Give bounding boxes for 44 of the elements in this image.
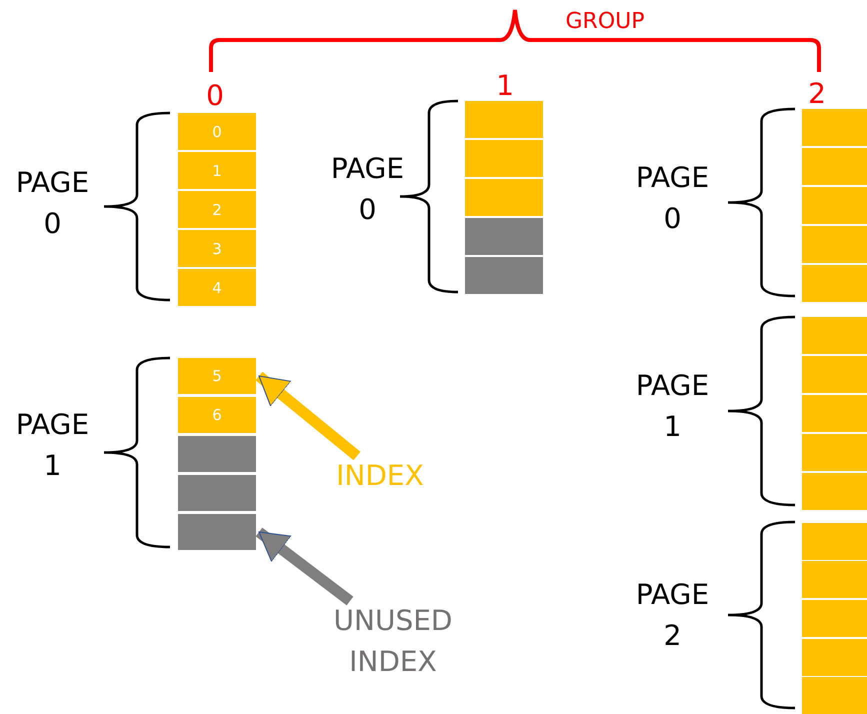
index-slot (802, 600, 867, 637)
index-slot (802, 395, 867, 432)
index-slot: 6 (178, 397, 256, 433)
page-label: PAGE 0 (634, 160, 710, 237)
unused-slot (178, 436, 256, 472)
index-slot (802, 148, 867, 185)
index-slot (465, 140, 543, 177)
index-slot (802, 356, 867, 393)
index-caption: UNUSED INDEX (318, 601, 468, 682)
index-caption: INDEX (325, 456, 435, 497)
arrow (256, 528, 354, 606)
page-label: PAGE 1 (634, 368, 710, 445)
group-number: 1 (495, 68, 515, 104)
index-slot (802, 109, 867, 146)
index-slot (465, 101, 543, 138)
group-label: GROUP (564, 8, 646, 36)
index-slot (802, 639, 867, 676)
arrow (256, 372, 360, 460)
index-slot: 3 (178, 230, 256, 267)
index-slot: 1 (178, 152, 256, 189)
page-label: PAGE 1 (14, 407, 90, 484)
index-slot: 4 (178, 269, 256, 306)
unused-slot (178, 475, 256, 511)
index-slot (802, 561, 867, 598)
index-slot (802, 523, 867, 560)
index-slot: 2 (178, 191, 256, 228)
unused-slot (465, 218, 543, 255)
index-slot: 5 (178, 358, 256, 394)
index-slot (465, 179, 543, 216)
index-slot (802, 265, 867, 302)
page-label: PAGE 0 (14, 165, 90, 242)
index-slot (802, 187, 867, 224)
index-slot (802, 677, 867, 714)
group-number: 0 (205, 78, 225, 114)
index-slot (802, 226, 867, 263)
index-slot (802, 434, 867, 471)
page-label: PAGE 2 (634, 577, 710, 654)
group-number: 2 (807, 76, 827, 112)
unused-slot (465, 257, 543, 294)
unused-slot (178, 514, 256, 550)
page-label: PAGE 0 (330, 151, 406, 228)
index-slot (802, 473, 867, 510)
index-slot (802, 317, 867, 354)
index-slot: 0 (178, 113, 256, 150)
